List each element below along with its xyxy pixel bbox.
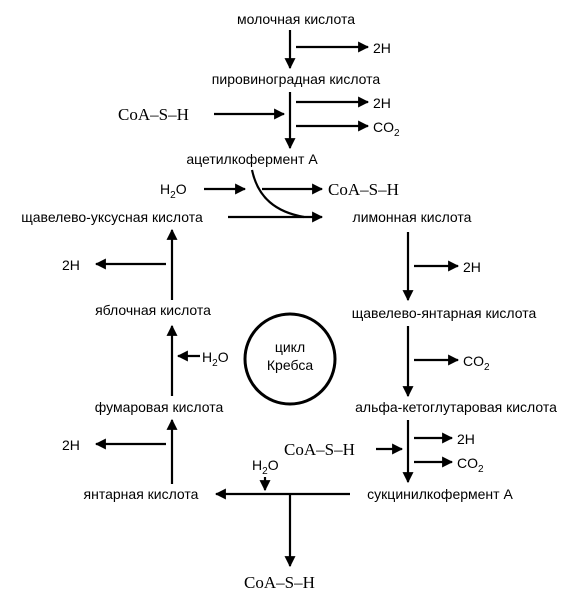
reagent-coa-sh-3: CoA–S–H <box>284 440 355 459</box>
reagent-coa-sh-4: CoA–S–H <box>244 573 315 592</box>
product-co2-3: CO2 <box>457 455 484 475</box>
label-malic-acid: яблочная кислота <box>95 302 211 318</box>
cycle-label-line1: цикл <box>275 339 305 355</box>
product-co2-2: CO2 <box>463 353 490 373</box>
reagent-h2o-3: H2O <box>202 349 229 369</box>
product-2h-1: 2H <box>373 40 391 56</box>
label-alpha-ketoglutaric-acid: альфа-кетоглутаровая кислота <box>355 399 557 415</box>
product-co2-1: CO2 <box>373 119 400 139</box>
krebs-cycle-circle <box>243 312 337 406</box>
reagent-coa-sh-1: CoA–S–H <box>118 105 189 124</box>
curve-acetyl-coa-to-citric <box>250 169 305 219</box>
label-succinic-acid: янтарная кислота <box>84 486 199 502</box>
reagent-coa-sh-2: CoA–S–H <box>328 180 399 199</box>
product-2h-3: 2H <box>463 259 481 275</box>
label-succinyl-coa: сукцинилкофермент А <box>367 486 513 502</box>
product-2h-2: 2H <box>373 95 391 111</box>
product-2h-6: 2H <box>62 257 80 273</box>
product-2h-5: 2H <box>62 437 80 453</box>
label-oxaloacetic-acid: щавелево-уксусная кислота <box>21 209 203 225</box>
reagent-h2o-2: H2O <box>252 457 279 477</box>
product-2h-4: 2H <box>457 431 475 447</box>
label-pyruvic-acid: пировиноградная кислота <box>212 71 381 87</box>
reagent-h2o-1: H2O <box>160 181 187 201</box>
label-oxalosuccinic-acid: щавелево-янтарная кислота <box>352 305 537 321</box>
label-lactic-acid: молочная кислота <box>237 11 355 27</box>
cycle-label-line2: Кребса <box>267 357 313 373</box>
label-citric-acid: лимонная кислота <box>353 209 472 225</box>
label-acetyl-coa: ацетилкофермент А <box>186 151 318 167</box>
label-fumaric-acid: фумаровая кислота <box>95 399 224 415</box>
